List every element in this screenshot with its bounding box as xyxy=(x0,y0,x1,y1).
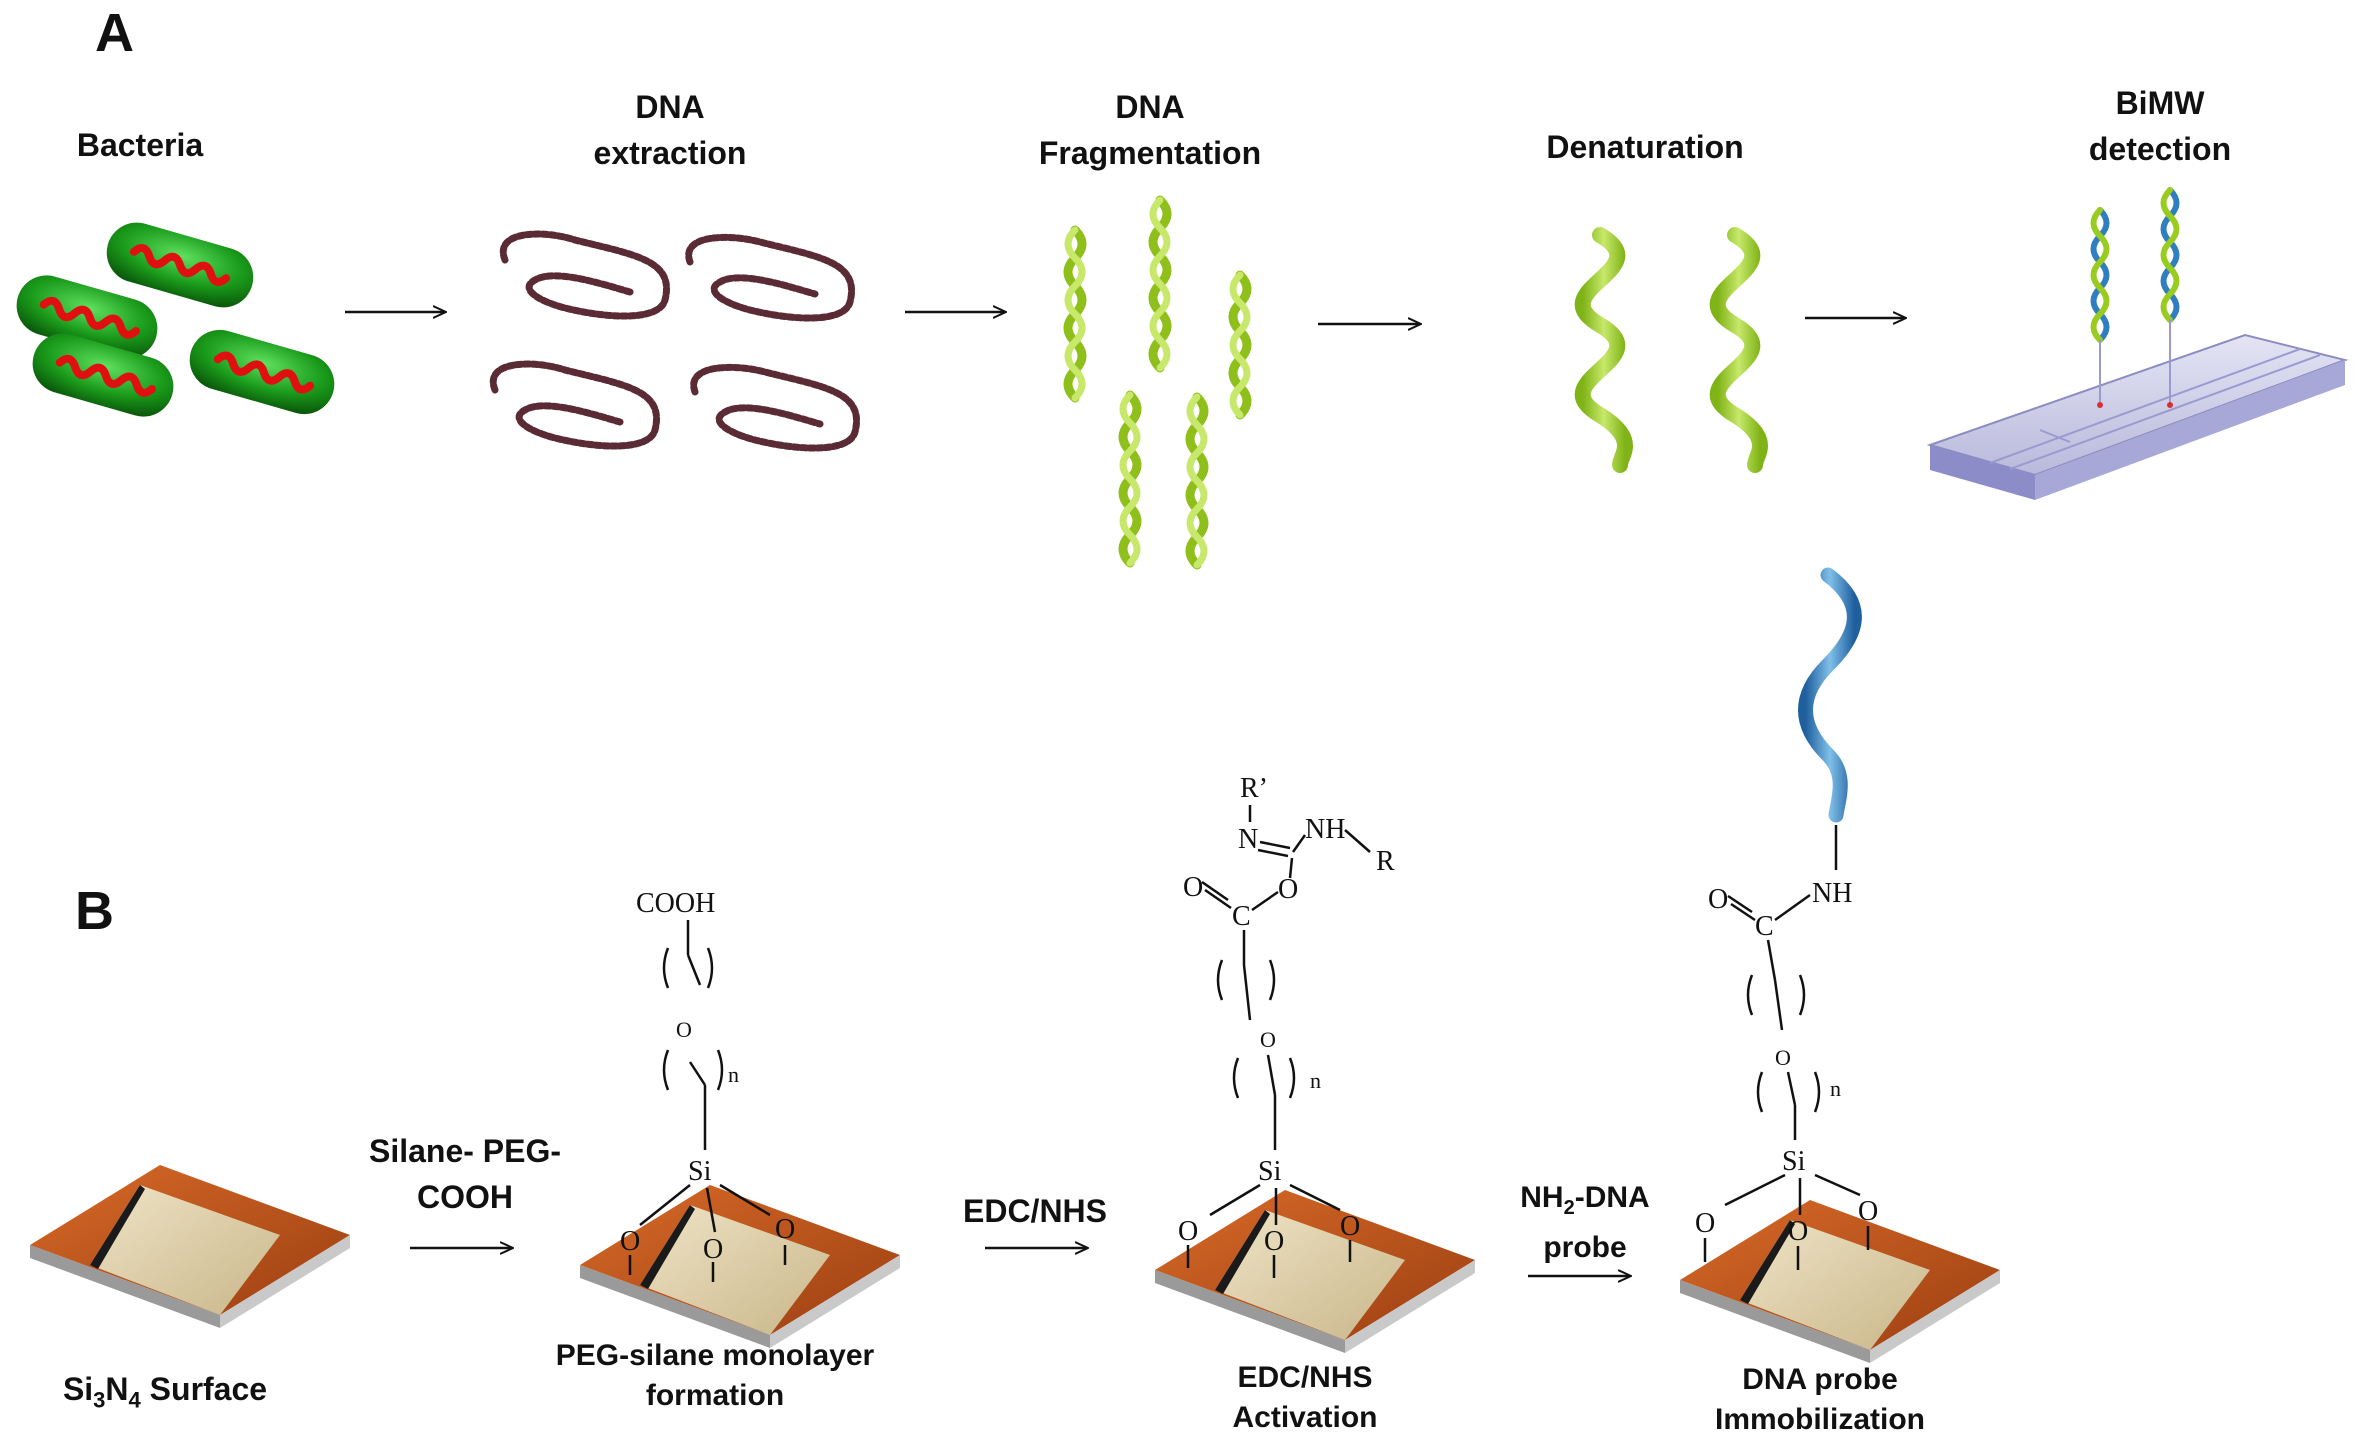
subscript-4: 4 xyxy=(128,1387,141,1413)
stage-label-si3n4-surface: Si3N4 Surface xyxy=(40,1366,290,1423)
reagent-label-edc-nhs: EDC/NHS xyxy=(935,1188,1135,1234)
stage-label-line2: formation xyxy=(645,1379,785,1412)
immobilized-structure: NH O C O n Si O O O xyxy=(1695,878,1878,1270)
n-atom: N xyxy=(1238,824,1258,855)
o-atom: O xyxy=(1858,1196,1878,1227)
stage-label-dna-probe-immobilization: DNA probe Immobilization xyxy=(1680,1360,1960,1440)
extracted-dna-loop xyxy=(499,230,670,320)
extracted-dna-illustration xyxy=(489,230,860,452)
si3n4-surface xyxy=(30,1165,350,1328)
o-atom: O xyxy=(775,1214,795,1245)
bacteria-illustration xyxy=(16,222,335,417)
step-label-line1: DNA xyxy=(1115,89,1185,125)
subscript-3: 3 xyxy=(93,1387,106,1413)
step-label-dna-fragmentation: DNA Fragmentation xyxy=(1010,84,1290,176)
peg-silane-structure: COOH O n Si O O O xyxy=(620,888,795,1282)
stage-label-peg-silane: PEG-silane monolayer formation xyxy=(535,1336,895,1416)
dna-fragment xyxy=(1228,270,1252,420)
dna-text: -DNA xyxy=(1574,1181,1650,1214)
step-label-line2: Fragmentation xyxy=(1038,135,1262,171)
step-label-line1: BiMW xyxy=(2115,85,2205,121)
nh-label: NH xyxy=(1812,878,1852,909)
single-strand xyxy=(1574,227,1633,473)
o-atom: O xyxy=(1278,874,1298,905)
o-atom: O xyxy=(1775,1045,1791,1070)
dna-fragment xyxy=(1118,390,1142,568)
immobilized-surface xyxy=(1680,1200,2000,1363)
extracted-dna-loop xyxy=(685,233,855,322)
step-label-line2: detection xyxy=(2088,131,2232,167)
stage-label-line2: Immobilization xyxy=(1715,1403,1925,1436)
stage-label-edc-nhs-activation: EDC/NHS Activation xyxy=(1175,1358,1435,1438)
n-subscript: n xyxy=(1310,1068,1321,1093)
activated-surface xyxy=(1155,1190,1475,1353)
activated-structure: R’ N NH R O O C O n Si O O O xyxy=(1178,773,1395,1278)
stage-label-line1: PEG-silane monolayer xyxy=(555,1339,875,1372)
step-label-line2: extraction xyxy=(593,135,747,171)
nh-label: NH xyxy=(1305,814,1345,845)
o-atom: O xyxy=(676,1017,692,1042)
step-label-denaturation-text: Denaturation xyxy=(1546,129,1744,165)
o-atom: O xyxy=(1264,1226,1284,1257)
c-atom: C xyxy=(1232,901,1251,932)
o-atom: O xyxy=(1340,1211,1360,1242)
reagent-label-edc-nhs-text: EDC/NHS xyxy=(962,1193,1107,1229)
si-atom: Si xyxy=(1258,1156,1282,1187)
step-label-bacteria: Bacteria xyxy=(40,122,240,168)
bacterium xyxy=(32,333,174,417)
surface-text: Surface xyxy=(140,1371,268,1407)
bimw-chip-illustration xyxy=(1926,187,2349,500)
o-atom: O xyxy=(1183,872,1203,903)
denatured-strands-illustration xyxy=(1574,227,1768,473)
step-label-line1: DNA xyxy=(635,89,705,125)
bacterium xyxy=(189,329,335,415)
n-subscript: n xyxy=(728,1062,739,1087)
panel-b-letter: B xyxy=(75,881,114,941)
step-label-dna-extraction: DNA extraction xyxy=(560,84,780,176)
reagent-label-line1: NH2-DNA xyxy=(1485,1178,1685,1228)
si-atom: Si xyxy=(1782,1146,1806,1177)
reagent-label-silane-peg-cooh: Silane- PEG- COOH xyxy=(345,1128,585,1220)
reagent-label-line1: Silane- PEG- xyxy=(368,1133,562,1169)
nh-text: NH xyxy=(1520,1181,1564,1214)
extracted-dna-loop xyxy=(690,363,860,452)
dna-fragments-illustration xyxy=(1063,195,1252,570)
r-label: R xyxy=(1376,846,1395,877)
o-atom: O xyxy=(1695,1208,1715,1239)
reagent-label-line2: COOH xyxy=(417,1179,513,1215)
stage-label-line1: DNA probe xyxy=(1742,1363,1898,1396)
reagent-label-nh2-dna-probe: NH2-DNA probe xyxy=(1485,1178,1685,1268)
hybridized-dna xyxy=(2090,187,2180,408)
o-atom: O xyxy=(1260,1027,1276,1052)
dna-fragment xyxy=(1063,225,1087,403)
n-subscript: n xyxy=(1830,1076,1841,1101)
subscript-2: 2 xyxy=(1563,1197,1575,1219)
stage-label-line1: EDC/NHS xyxy=(1237,1361,1373,1394)
r-prime-label: R’ xyxy=(1240,773,1268,804)
o-atom: O xyxy=(1178,1216,1198,1247)
stage-label-line2: Activation xyxy=(1232,1401,1378,1434)
dna-fragment xyxy=(1185,392,1209,570)
si-atom: Si xyxy=(688,1156,712,1187)
step-label-bacteria-text: Bacteria xyxy=(76,127,204,163)
si-text: Si xyxy=(62,1371,94,1407)
o-atom: O xyxy=(1708,884,1728,915)
extracted-dna-loop xyxy=(489,360,660,450)
o-atom: O xyxy=(703,1234,723,1265)
n-text: N xyxy=(105,1371,129,1407)
dna-probe-illustration xyxy=(1798,567,1862,870)
c-atom: C xyxy=(1755,911,1774,942)
cooh-label: COOH xyxy=(636,888,715,919)
peg-surface xyxy=(580,1185,900,1348)
dna-fragment xyxy=(1148,195,1172,373)
step-label-denaturation: Denaturation xyxy=(1520,124,1770,170)
panel-a-letter: A xyxy=(95,3,134,63)
step-label-bimw-detection: BiMW detection xyxy=(2040,80,2280,172)
o-atom: O xyxy=(620,1226,640,1257)
o-atom: O xyxy=(1788,1216,1808,1247)
bacterium xyxy=(106,222,254,308)
single-strand xyxy=(1709,227,1768,473)
reagent-label-line2: probe xyxy=(1543,1231,1627,1264)
